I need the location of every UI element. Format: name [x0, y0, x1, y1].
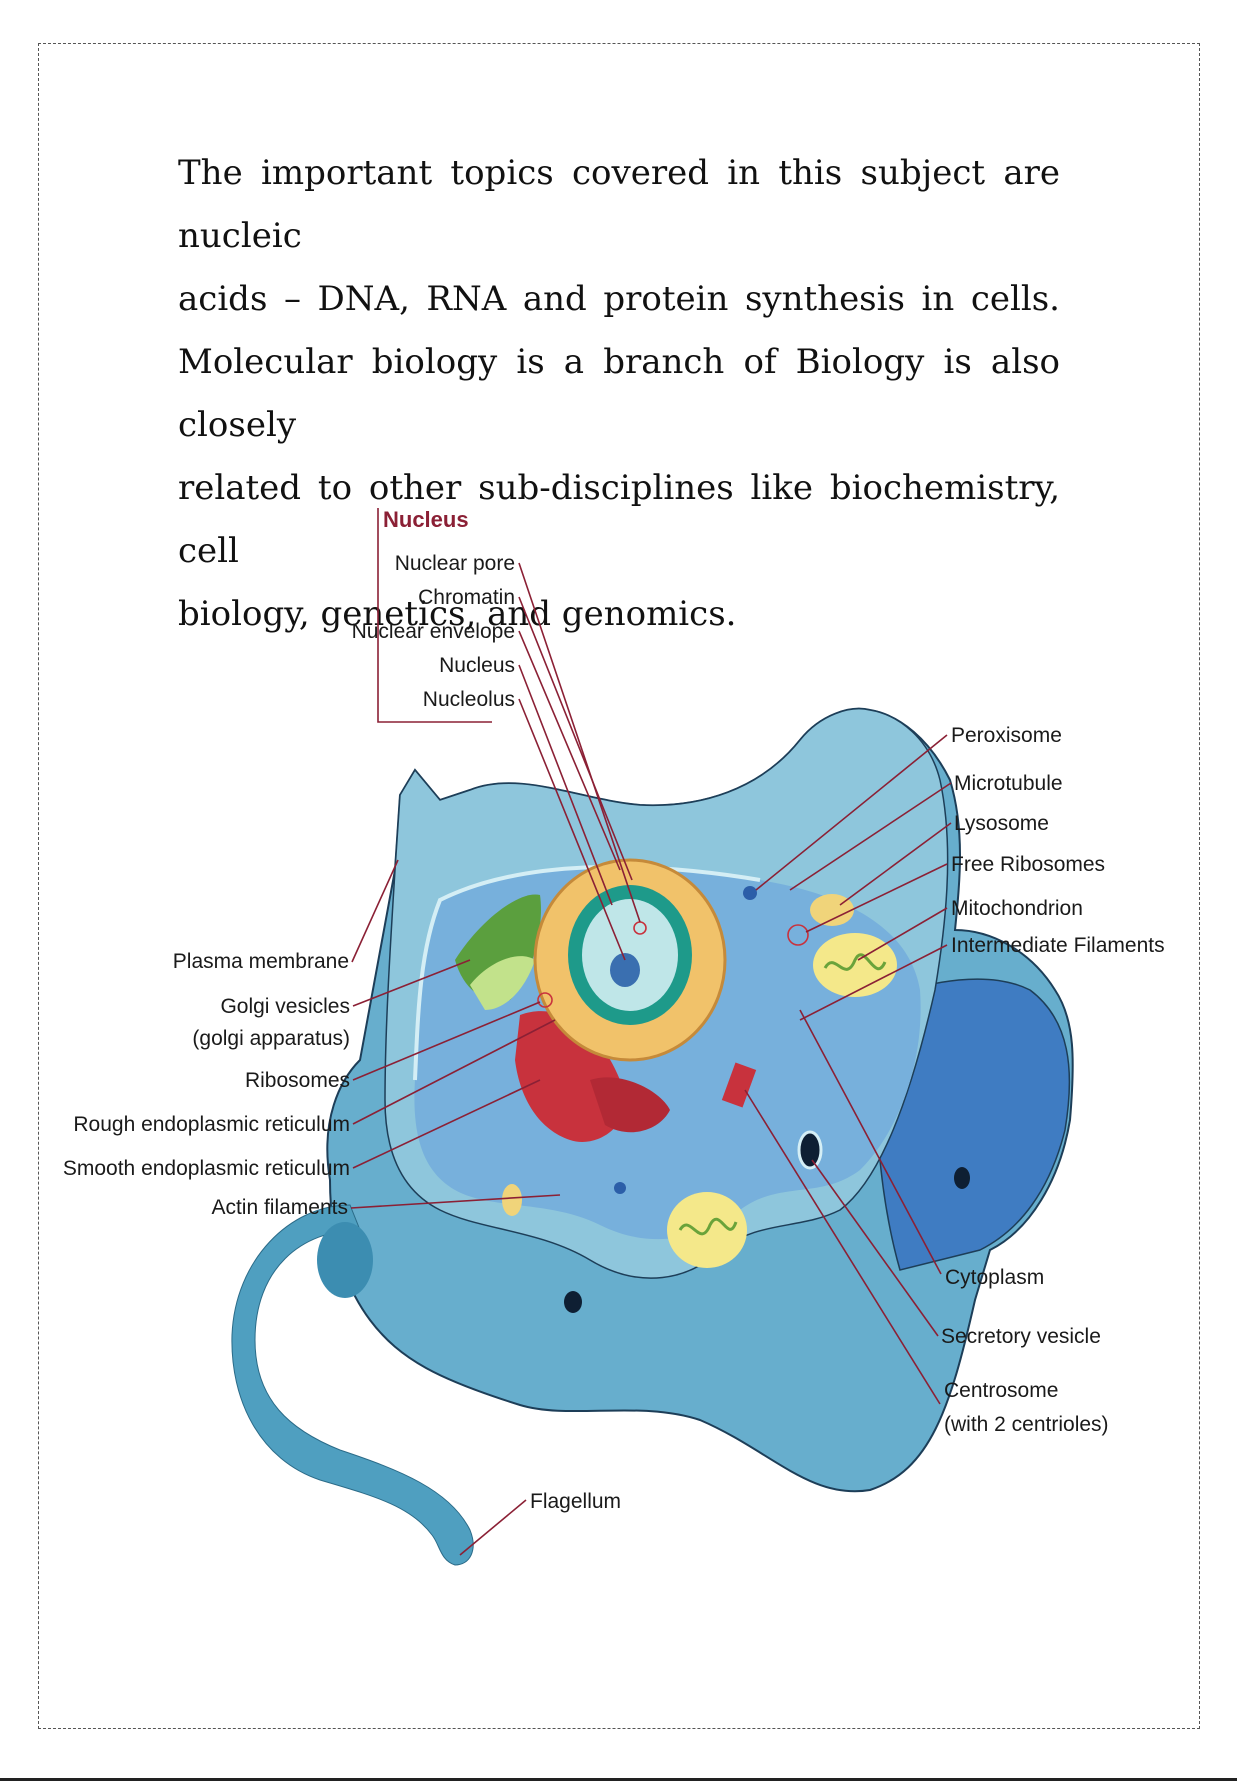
- leader-flagellum: [459, 1499, 527, 1556]
- paragraph-line: Molecular biology is a branch of Biology…: [178, 342, 1060, 445]
- label-flagellum: Flagellum: [530, 1490, 621, 1513]
- leader-smooth-er: [352, 1079, 541, 1169]
- golgi-shape: [470, 956, 535, 1010]
- label-golgi-apparatus: (golgi apparatus): [192, 1027, 350, 1050]
- intro-paragraph: The important topics covered in this sub…: [178, 142, 1060, 646]
- label-secretory-vesicle: Secretory vesicle: [941, 1325, 1101, 1348]
- cell-right-lobe: [875, 978, 1071, 1271]
- leader-golgi: [352, 959, 471, 1007]
- leader-microtubule: [789, 782, 952, 891]
- label-nucleus: Nucleus: [439, 654, 515, 677]
- ribosome-marker: [537, 992, 553, 1008]
- label-nucleolus: Nucleolus: [423, 688, 515, 711]
- label-nuclear-envelope: Nuclear envelope: [352, 620, 515, 643]
- leader-secretory-vesicle: [811, 1159, 939, 1337]
- label-mitochondrion: Mitochondrion: [951, 897, 1083, 920]
- paragraph-line: related to other sub-disciplines like bi…: [178, 468, 1060, 571]
- er-shape: [590, 1077, 670, 1133]
- centrosome-shape: [721, 1062, 757, 1108]
- label-rough-er: Rough endoplasmic reticulum: [73, 1113, 350, 1136]
- paragraph-line: The important topics covered in this sub…: [178, 153, 1060, 256]
- vesicle-dark: [954, 1167, 970, 1189]
- label-smooth-er: Smooth endoplasmic reticulum: [63, 1157, 350, 1180]
- leader-peroxisome: [755, 734, 948, 891]
- paragraph-line: acids – DNA, RNA and protein synthesis i…: [178, 279, 1060, 319]
- flagellum-base: [317, 1222, 373, 1298]
- leader-nuclear-pore: [518, 562, 641, 923]
- leader-chromatin: [518, 596, 633, 881]
- leader-ribosomes: [352, 1001, 541, 1081]
- leader-cytoplasm: [799, 1009, 942, 1275]
- label-actin-filaments: Actin filaments: [211, 1196, 348, 1219]
- free-ribosome-marker: [787, 924, 809, 946]
- nucleus-bracket: [377, 508, 492, 723]
- leader-rough-er: [352, 1019, 556, 1125]
- label-intermediate-filaments: Intermediate Filaments: [951, 934, 1165, 957]
- leader-free-ribosomes: [805, 863, 948, 933]
- label-chromatin: Chromatin: [418, 586, 515, 609]
- bottom-rule: [0, 1778, 1237, 1781]
- label-plasma-membrane: Plasma membrane: [173, 950, 349, 973]
- label-nuclear-pore: Nuclear pore: [395, 552, 515, 575]
- mitochondrion-crista: [823, 953, 887, 971]
- vesicle-dark: [564, 1291, 582, 1313]
- peroxisome-shape: [743, 886, 757, 900]
- leader-mitochondrion: [857, 907, 948, 961]
- leader-lysosome: [839, 822, 952, 906]
- label-microtubule: Microtubule: [954, 772, 1063, 795]
- mitochondrion-crista: [678, 1217, 738, 1236]
- paragraph-line: biology, genetics, and genomics.: [178, 594, 737, 634]
- leader-nucleolus: [518, 698, 626, 961]
- label-golgi-vesicles: Golgi vesicles: [220, 995, 350, 1018]
- vesicle-shape: [614, 1182, 626, 1194]
- page-frame: [38, 43, 1200, 1729]
- leader-centrosome: [744, 1089, 941, 1405]
- label-ribosomes: Ribosomes: [245, 1069, 350, 1092]
- nucleolus-shape: [610, 953, 640, 987]
- nucleus-heading: Nucleus: [383, 507, 469, 532]
- label-cytoplasm: Cytoplasm: [945, 1266, 1044, 1289]
- label-centrioles: (with 2 centrioles): [944, 1413, 1109, 1436]
- label-centrosome: Centrosome: [944, 1379, 1058, 1402]
- label-peroxisome: Peroxisome: [951, 724, 1062, 747]
- leader-intermediate-filaments: [799, 944, 948, 1021]
- vesicle-shape: [502, 1184, 522, 1216]
- label-lysosome: Lysosome: [954, 812, 1049, 835]
- leader-nuclear-envelope: [518, 630, 621, 871]
- leader-actin-filaments: [350, 1194, 561, 1209]
- leader-nucleus: [518, 664, 613, 906]
- secretory-vesicle-shape: [797, 1130, 823, 1170]
- cell-illustration: [231, 707, 1074, 1566]
- label-free-ribosomes: Free Ribosomes: [951, 853, 1105, 876]
- flagellum-shape: [231, 1204, 474, 1566]
- leader-plasma-membrane: [351, 859, 399, 963]
